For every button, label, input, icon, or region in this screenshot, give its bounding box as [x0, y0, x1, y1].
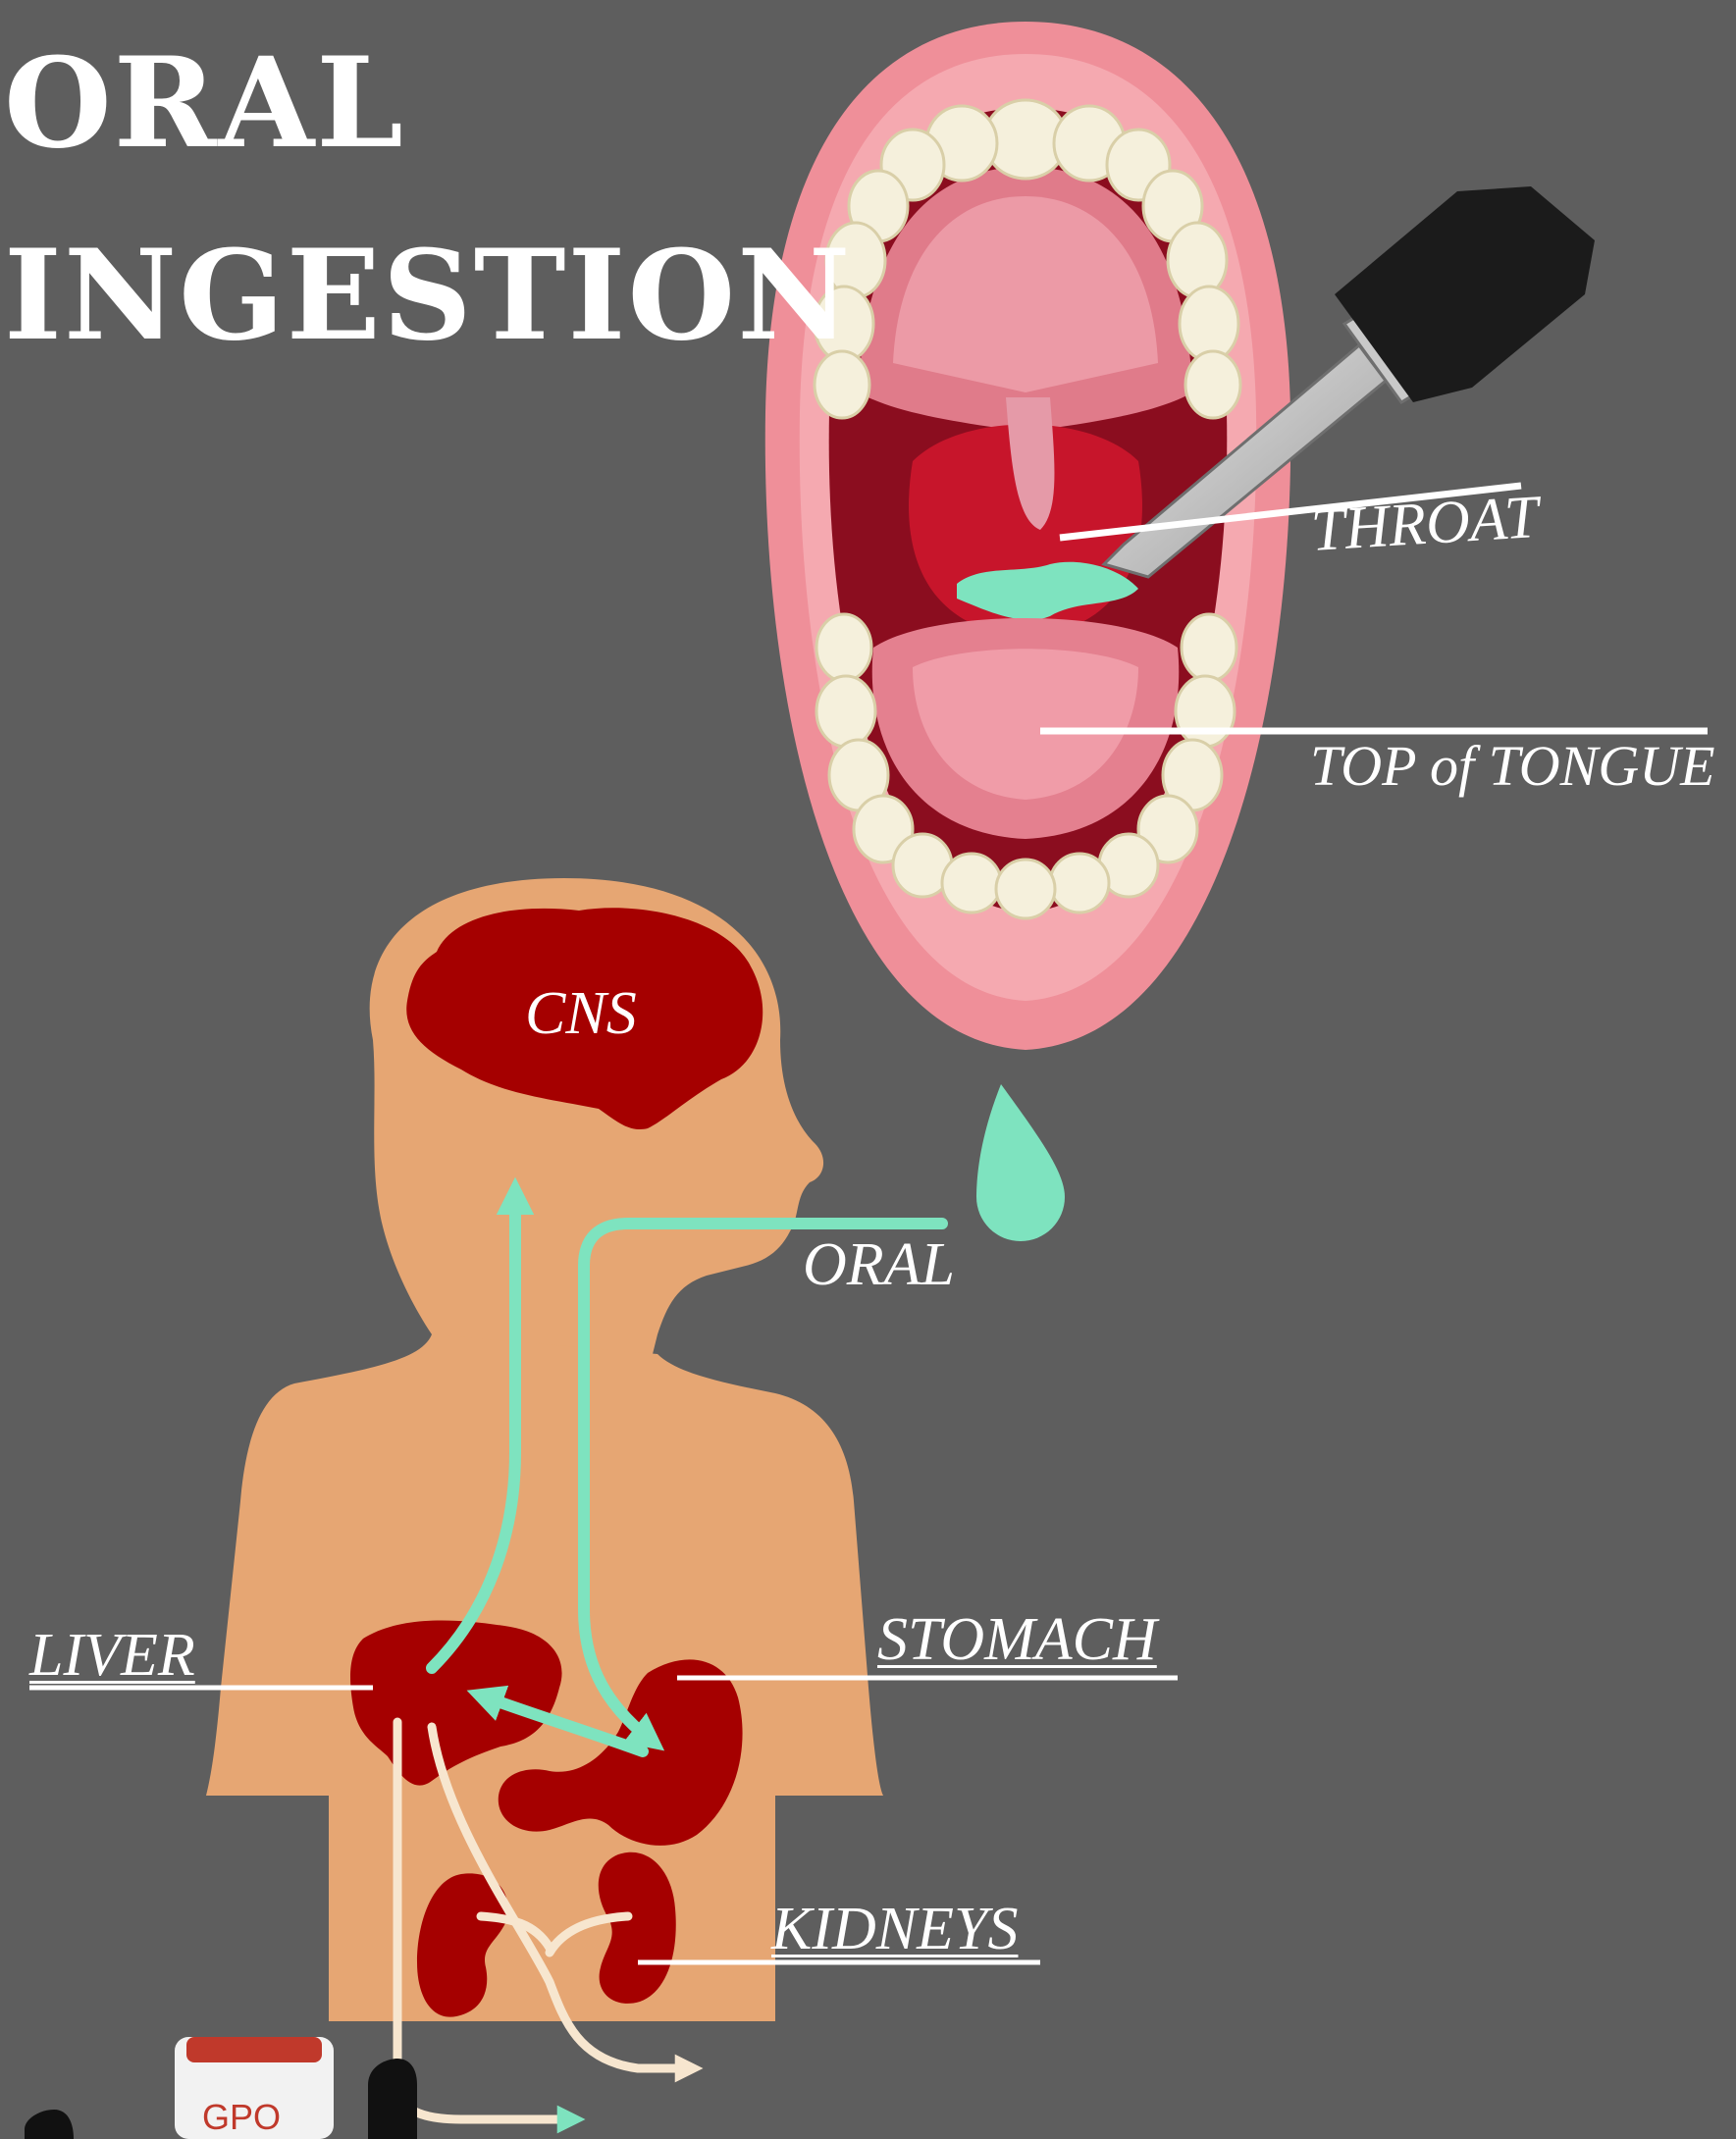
medication-drop-icon	[976, 1084, 1065, 1241]
bottle-dropper-right	[368, 2059, 417, 2139]
kidneys-label: KIDNEYS	[771, 1899, 1018, 1959]
gpo-logo-text: GPO	[202, 2100, 281, 2135]
liver-label: LIVER	[29, 1625, 195, 1686]
cns-label: CNS	[525, 983, 637, 1044]
bottle-dropper-left	[25, 2110, 74, 2139]
throat-label: THROAT	[1309, 487, 1540, 561]
gpo-product-box-top	[186, 2037, 322, 2062]
top-of-tongue-label: TOP of TONGUE	[1310, 738, 1715, 795]
stomach-label: STOMACH	[877, 1609, 1157, 1670]
open-mouth-illustration	[765, 22, 1290, 1050]
title-line-2: INGESTION	[4, 234, 852, 357]
title-line-1: ORAL	[4, 41, 405, 165]
oral-label: ORAL	[803, 1234, 955, 1295]
